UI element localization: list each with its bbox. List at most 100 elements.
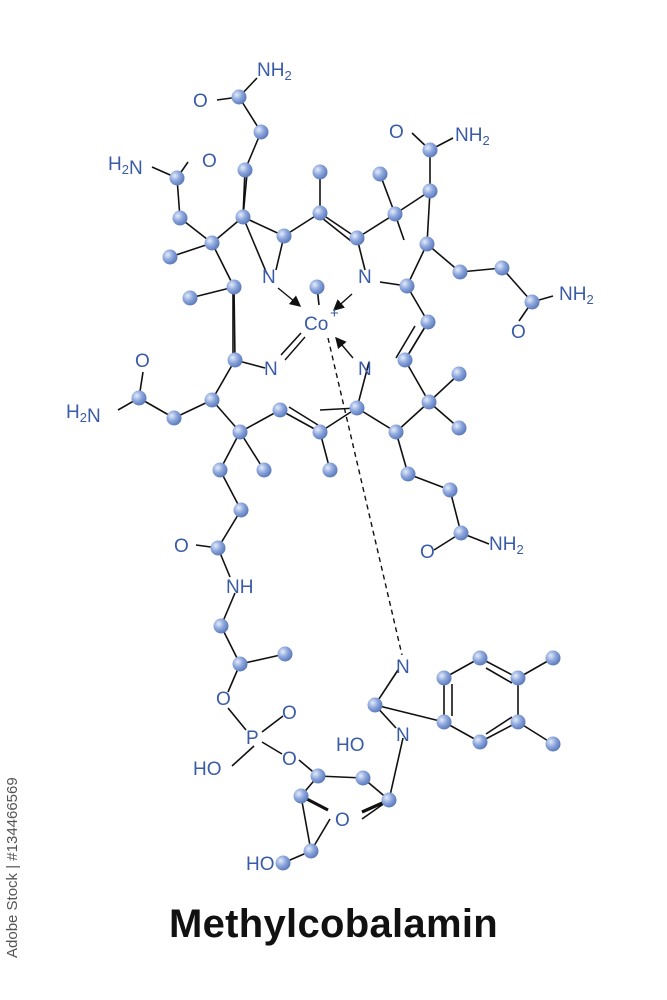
carbon-atom <box>232 424 248 440</box>
carbon-atom <box>210 540 226 556</box>
carbon-atom <box>204 235 220 251</box>
carbon-atom <box>420 314 436 330</box>
bond-line <box>231 745 255 767</box>
carbon-atom <box>451 420 467 436</box>
nitrogen-label: N <box>358 359 372 380</box>
carbon-atom <box>472 734 488 750</box>
carbon-atom <box>419 236 435 252</box>
amide-nh2-label: NH2 <box>489 534 524 557</box>
carbon-atom <box>510 670 526 686</box>
coordination-bond <box>284 336 306 361</box>
phosphorus-label: P <box>246 728 259 749</box>
carbon-atom <box>399 278 415 294</box>
hydroxyl-label: HO <box>336 735 365 756</box>
carbon-atom <box>213 618 229 634</box>
carbon-atom <box>510 714 526 730</box>
oxygen-label: O <box>511 322 526 343</box>
bond-line <box>404 359 430 403</box>
carbon-atom <box>162 249 178 265</box>
carbon-atom <box>312 164 328 180</box>
cobalt-label: Co <box>304 314 328 335</box>
oxygen-label: O <box>389 122 404 143</box>
bond-line <box>189 286 235 299</box>
cobalt-charge: + <box>330 305 339 322</box>
carbon-atom <box>545 650 561 666</box>
bond-line <box>356 407 397 433</box>
bond-line <box>501 267 533 303</box>
carbon-atom <box>166 410 182 426</box>
carbon-atom <box>232 656 248 672</box>
carbon-atom <box>237 162 253 178</box>
carbon-atom <box>355 770 371 786</box>
carbon-atom <box>256 462 272 478</box>
carbon-atom <box>169 170 185 186</box>
amide-h2n-label: H2N <box>108 154 143 179</box>
stock-id-text: Adobe Stock | #134466569 <box>4 777 21 958</box>
bond-line <box>300 795 312 852</box>
hydroxyl-label: HO <box>193 759 222 780</box>
carbon-atom <box>381 792 397 808</box>
carbon-atom <box>312 205 328 221</box>
nitrogen-label: N <box>396 657 410 678</box>
bond-line <box>261 741 283 755</box>
carbon-atom <box>422 142 438 158</box>
carbon-atom <box>277 646 293 662</box>
bond-line <box>242 216 268 275</box>
amine-nh-label: NH <box>226 577 253 598</box>
bond-line <box>233 286 236 361</box>
carbon-atom <box>182 290 198 306</box>
oxygen-label: O <box>135 351 150 372</box>
oxygen-label: O <box>193 91 208 112</box>
carbon-atom <box>400 466 416 482</box>
carbon-atom <box>231 89 247 105</box>
bond-line <box>211 359 236 401</box>
oxygen-label: O <box>282 749 297 770</box>
carbon-atom <box>227 352 243 368</box>
carbon-atom <box>131 390 147 406</box>
double-bond-line <box>321 217 352 242</box>
carbon-atom <box>309 279 325 295</box>
carbon-atom <box>436 714 452 730</box>
carbon-atom <box>397 352 413 368</box>
amide-nh2-label: NH2 <box>257 60 292 83</box>
bond-line <box>356 361 370 409</box>
coordination-arrow <box>277 287 302 307</box>
carbon-atom <box>312 424 328 440</box>
carbon-atom <box>233 502 249 518</box>
bond-line <box>219 469 242 511</box>
carbon-atom <box>310 768 326 784</box>
molecule-title: Methylcobalamin <box>168 902 498 946</box>
carbon-atom <box>349 400 365 416</box>
bond-line <box>279 409 321 433</box>
nitrogen-label: N <box>264 359 278 380</box>
bond-line <box>242 216 285 237</box>
nitrogen-label: N <box>396 725 410 746</box>
carbon-atom <box>422 183 438 199</box>
carbon-atom <box>204 392 220 408</box>
double-bond-line <box>288 406 319 426</box>
carbon-atom <box>272 402 288 418</box>
bond-line <box>227 707 247 731</box>
carbon-atom <box>494 260 510 276</box>
carbon-atoms <box>131 89 561 871</box>
carbon-atom <box>226 279 242 295</box>
carbon-atom <box>275 855 291 871</box>
bond-line <box>317 775 364 779</box>
carbon-atom <box>387 206 403 222</box>
oxygen-label: O <box>174 536 189 557</box>
bond-line <box>374 704 445 723</box>
double-bond-line <box>485 716 513 735</box>
carbon-atom <box>451 366 467 382</box>
oxygen-label: O <box>216 689 231 710</box>
dashed-coordination <box>327 337 403 656</box>
amide-nh2-label: NH2 <box>455 125 490 148</box>
double-bond-line <box>395 325 416 359</box>
bond-line <box>261 715 284 733</box>
bond-line <box>239 653 286 665</box>
carbon-atom <box>452 264 468 280</box>
carbon-atom <box>293 788 309 804</box>
carbon-atom <box>303 843 319 859</box>
nitrogen-label: N <box>262 267 276 288</box>
